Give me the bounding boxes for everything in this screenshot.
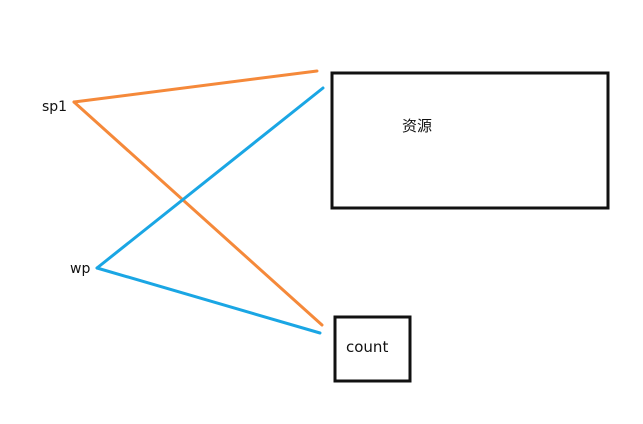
resource-box-label: 资源 — [402, 117, 432, 135]
sp1-to-count-line — [72, 100, 324, 327]
sp1-label: sp1 — [42, 99, 67, 115]
count-box-label: count — [346, 338, 388, 356]
wp-to-count-line — [95, 266, 322, 335]
count-box — [333, 315, 412, 383]
resource-box — [330, 71, 610, 210]
sp1-to-resource-line — [72, 69, 319, 104]
wp-to-resource-line — [95, 86, 325, 270]
wp-label: wp — [70, 261, 90, 277]
